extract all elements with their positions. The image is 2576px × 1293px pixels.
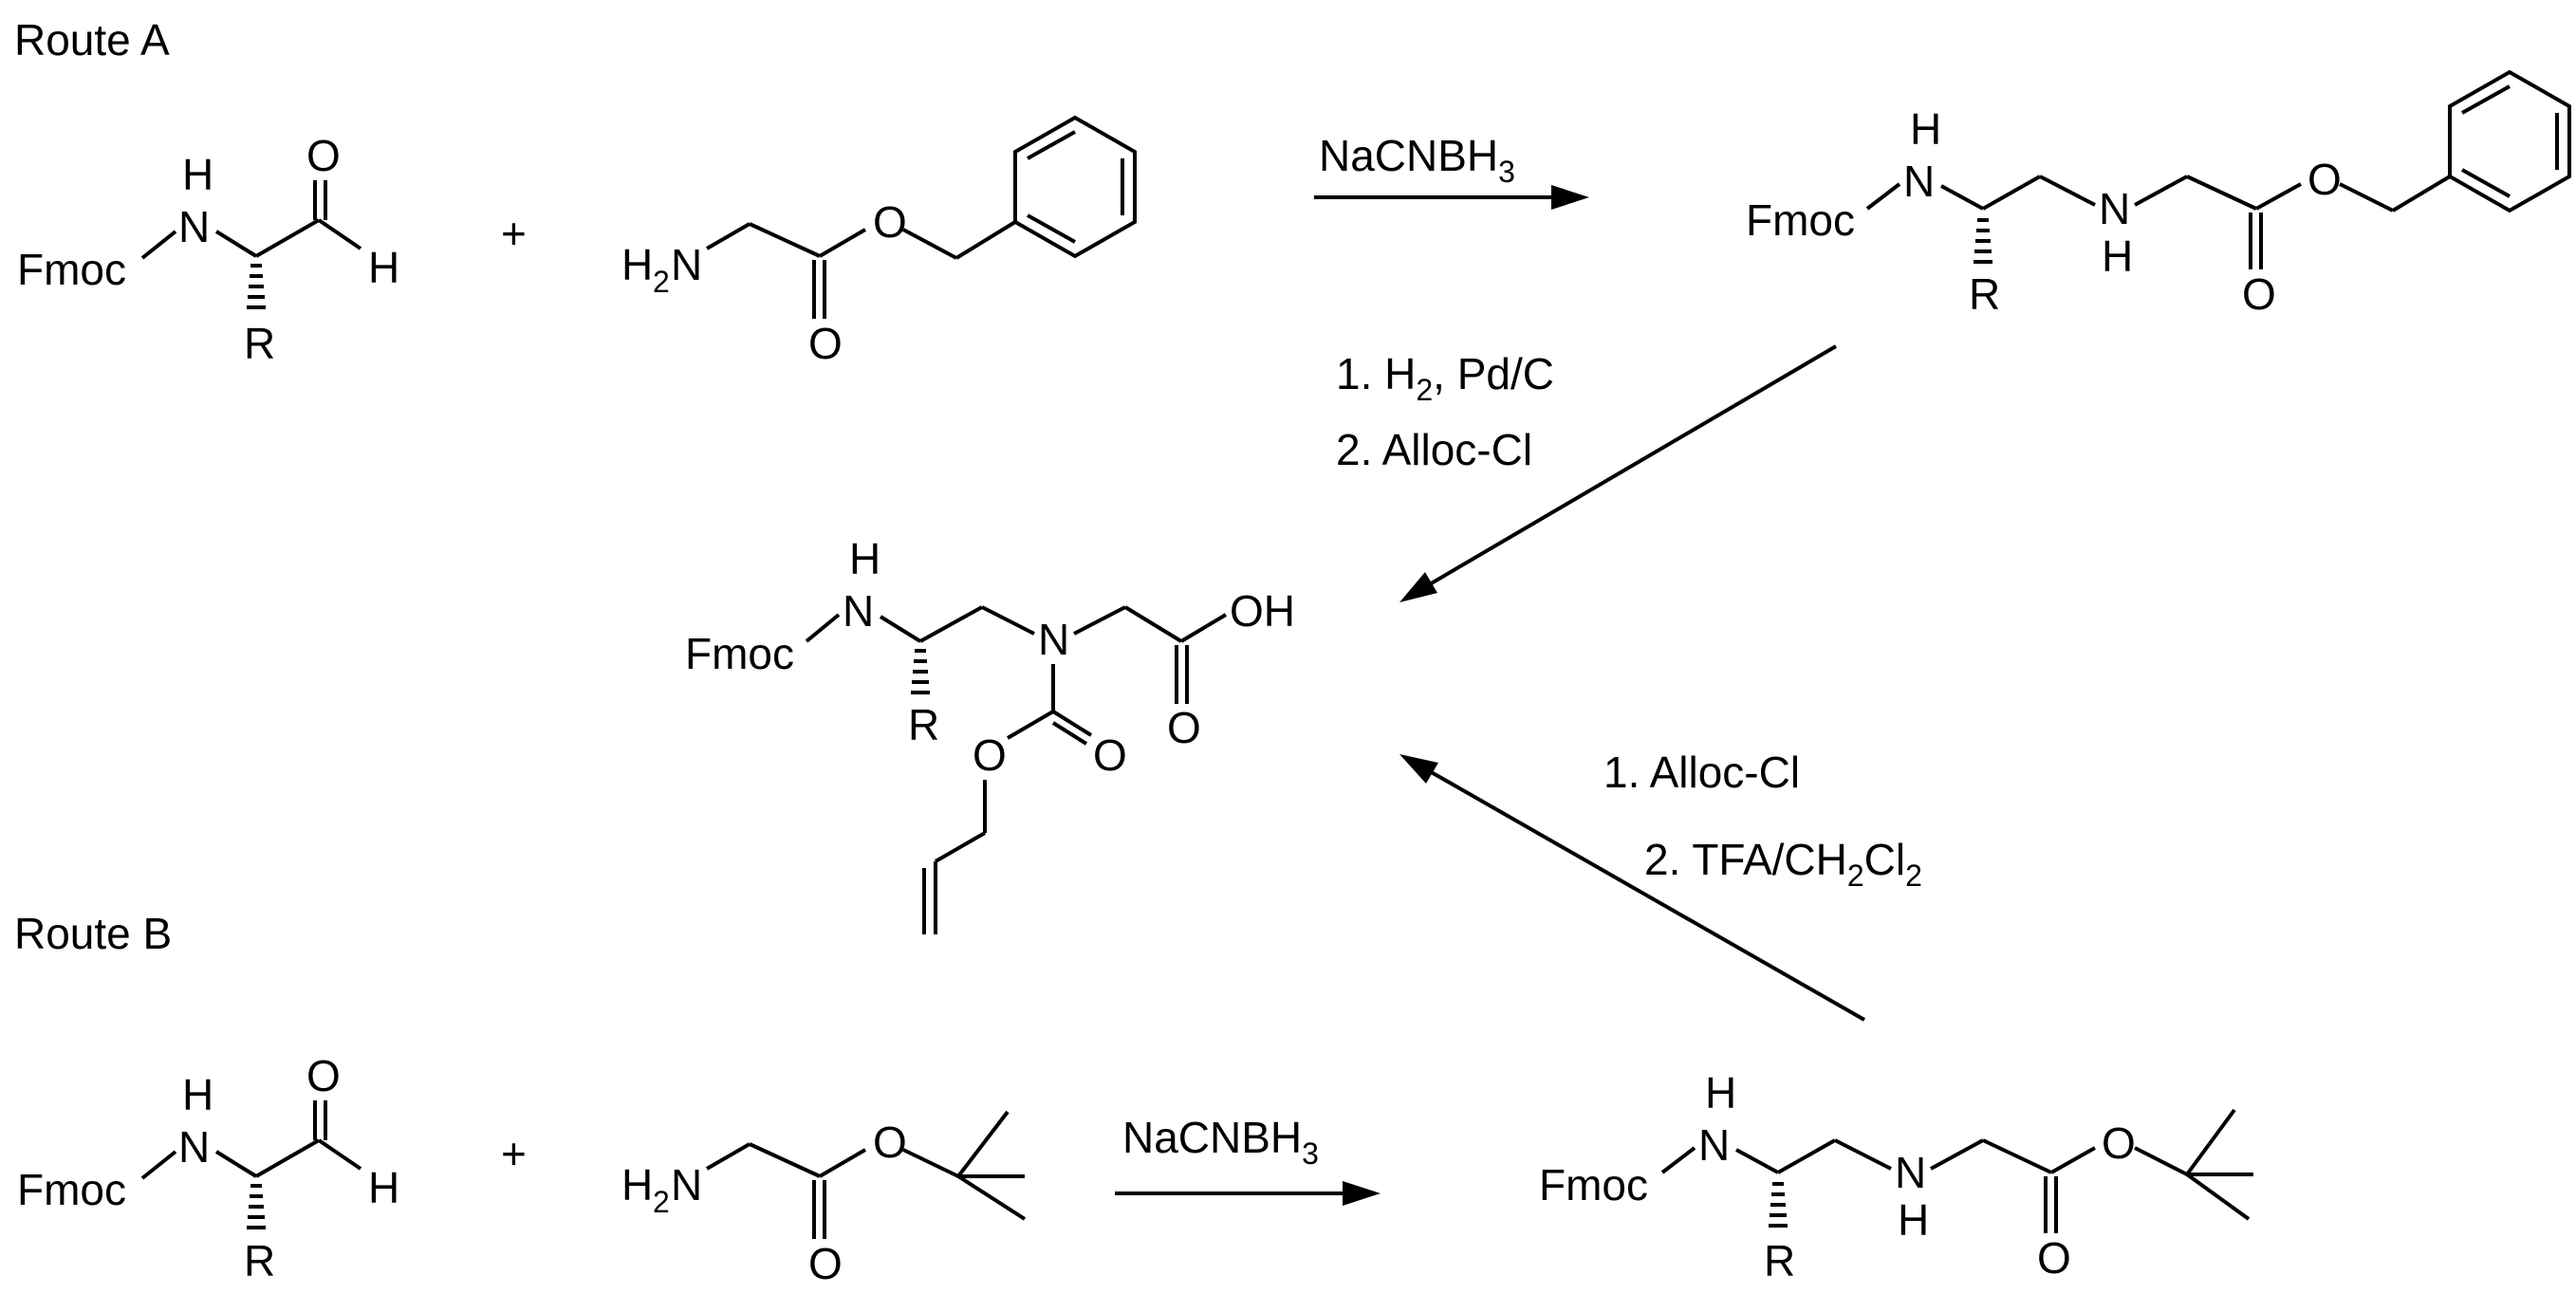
atom-label: O	[306, 131, 341, 180]
atom-label: N	[178, 1122, 210, 1172]
hashed-wedge-bond	[911, 649, 930, 694]
atom-label: N	[178, 202, 210, 251]
atom-label: H	[368, 1163, 399, 1212]
atom-label: O	[2242, 269, 2276, 319]
atom-label: H	[2102, 231, 2133, 281]
route-a-reagent-1: NaCNBH3	[1319, 131, 1515, 189]
atom-label: O	[2307, 155, 2342, 204]
atom-label: H	[1910, 104, 1941, 154]
route-b-glycine-tbutyl-ester: H 2 N O O	[621, 1110, 1027, 1288]
atom-label: H	[621, 1160, 653, 1210]
atom-label: O	[808, 319, 843, 368]
atom-label: Fmoc	[17, 245, 126, 294]
route-a-aldehyde: Fmoc H N O H R	[17, 131, 399, 368]
atom-label: H	[182, 150, 213, 199]
atom-label: N	[2099, 184, 2130, 233]
atom-label: O	[2037, 1233, 2071, 1283]
atom-label: N	[1698, 1120, 1730, 1170]
atom-label: OH	[1230, 586, 1295, 636]
route-a-arrow-2	[1399, 344, 1838, 602]
atom-label: H	[1705, 1068, 1736, 1118]
atom-label: H	[182, 1070, 213, 1119]
hashed-wedge-bond	[247, 1184, 266, 1229]
route-a-glycine-benzyl-ester: H 2 N O O	[621, 115, 1137, 368]
plus-sign: +	[501, 209, 527, 258]
atom-label: O	[873, 1118, 907, 1167]
atom-label: N	[1895, 1148, 1926, 1197]
atom-label: Fmoc	[1746, 195, 1855, 245]
atom-label: 2	[653, 1185, 670, 1219]
route-a-reagent-2-line-2: 2. Alloc-Cl	[1336, 425, 1532, 474]
target-alloc-protected-acid: Fmoc H N N OH O O O R	[685, 534, 1295, 934]
atom-label: N	[1038, 615, 1069, 664]
route-a-label: Route A	[14, 15, 170, 65]
atom-label: R	[908, 700, 939, 749]
route-b-aldehyde: Fmoc H N O H R	[17, 1051, 399, 1285]
plus-sign: +	[501, 1129, 527, 1178]
atom-label: R	[1969, 269, 2000, 319]
atom-label: N	[671, 1160, 702, 1210]
atom-label: O	[1167, 703, 1201, 752]
atom-label: 2	[653, 265, 670, 299]
route-a-reduced-amine: Fmoc H N N H O O R	[1746, 69, 2571, 319]
route-b-arrow-1	[1115, 1181, 1381, 1206]
hashed-wedge-bond	[247, 264, 266, 309]
route-a-arrow-1	[1314, 185, 1589, 210]
atom-label: O	[808, 1239, 843, 1288]
atom-label: N	[843, 586, 874, 636]
atom-label: Fmoc	[1539, 1160, 1648, 1210]
atom-label: O	[306, 1051, 341, 1100]
atom-label: O	[2102, 1118, 2136, 1168]
route-b-reagent-1: NaCNBH3	[1122, 1113, 1319, 1171]
atom-label: N	[1903, 157, 1935, 206]
route-b-label: Route B	[14, 909, 172, 958]
atom-label: O	[873, 197, 907, 247]
route-b-reduced-amine: Fmoc H N N H O O R	[1539, 1068, 2253, 1285]
atom-label: H	[849, 534, 880, 583]
hashed-wedge-bond	[1769, 1182, 1788, 1228]
atom-label: Fmoc	[17, 1165, 126, 1214]
atom-label: R	[1764, 1236, 1795, 1285]
atom-label: H	[1898, 1195, 1929, 1245]
atom-label: O	[1093, 730, 1127, 780]
route-b-arrow-2	[1399, 754, 1865, 1022]
atom-label: R	[244, 319, 275, 368]
route-a-reagent-2-line-1: 1. H2, Pd/C	[1336, 349, 1554, 407]
atom-label: R	[244, 1236, 275, 1285]
atom-label: N	[671, 240, 702, 289]
route-b-reagent-2-line-2: 2. TFA/CH2Cl2	[1644, 835, 1922, 893]
atom-label: Fmoc	[685, 629, 794, 678]
atom-label: H	[368, 243, 399, 292]
atom-label: H	[621, 240, 653, 289]
hashed-wedge-bond	[1974, 218, 1992, 264]
atom-label: O	[973, 730, 1007, 780]
route-b-reagent-2-line-1: 1. Alloc-Cl	[1603, 748, 1800, 797]
